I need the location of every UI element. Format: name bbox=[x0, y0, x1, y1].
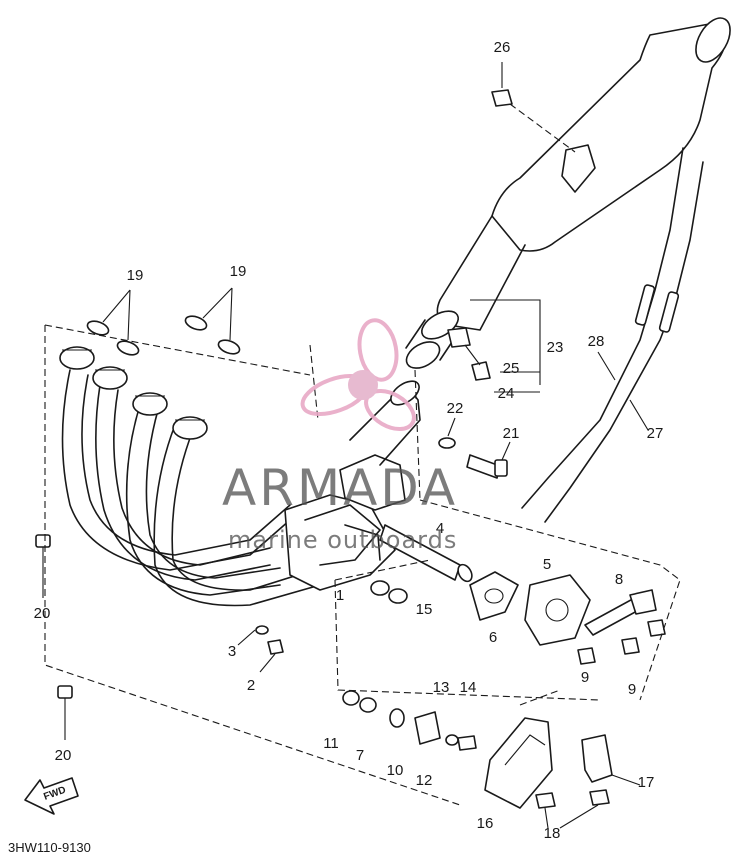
callout-7: 7 bbox=[356, 747, 364, 764]
callout-6: 6 bbox=[489, 629, 497, 646]
callout-4: 4 bbox=[436, 520, 444, 537]
callout-23: 23 bbox=[547, 339, 564, 356]
callout-26: 26 bbox=[494, 39, 511, 56]
callout-9: 9 bbox=[628, 681, 636, 698]
callout-1: 1 bbox=[336, 587, 344, 604]
callout-18: 18 bbox=[544, 825, 561, 842]
propeller-logo-icon bbox=[300, 318, 416, 431]
callout-28: 28 bbox=[588, 333, 605, 350]
callout-8: 8 bbox=[615, 571, 623, 588]
callout-22: 22 bbox=[447, 400, 464, 417]
callout-11: 11 bbox=[323, 735, 339, 752]
muffler bbox=[405, 17, 731, 369]
header-flanges bbox=[59, 346, 208, 440]
callout-25: 25 bbox=[503, 360, 520, 377]
guide-lines bbox=[44, 324, 681, 806]
callout-numbers: 26 19 19 23 25 24 28 27 22 21 4 5 8 1 15 6 20 32 9 9 13 14 20 1… bbox=[34, 39, 664, 842]
small-parts bbox=[35, 62, 666, 829]
watermark: ARMADA marine outboards bbox=[222, 318, 458, 554]
throttle-cables bbox=[521, 147, 704, 523]
callout-12: 12 bbox=[416, 772, 433, 789]
callout-2: 2 bbox=[247, 677, 255, 694]
exhaust-headers bbox=[61, 369, 421, 607]
watermark-brand: ARMADA bbox=[222, 459, 458, 517]
callout-27: 27 bbox=[647, 425, 664, 442]
callout-15: 15 bbox=[416, 601, 433, 618]
callout-19: 19 bbox=[127, 267, 144, 284]
callout-24: 24 bbox=[498, 385, 515, 402]
callout-20: 20 bbox=[34, 605, 51, 622]
callout-21: 21 bbox=[503, 425, 520, 442]
callout-19: 19 bbox=[230, 263, 247, 280]
callout-16: 16 bbox=[477, 815, 494, 832]
forward-arrow-icon: FWD bbox=[24, 777, 79, 815]
callout-13: 13 bbox=[433, 679, 450, 696]
callout-17: 17 bbox=[638, 774, 655, 791]
callout-14: 14 bbox=[460, 679, 477, 696]
gaskets-19 bbox=[86, 287, 241, 356]
callout-10: 10 bbox=[387, 762, 404, 779]
callout-5: 5 bbox=[543, 556, 551, 573]
diagram-code: 3HW110-9130 bbox=[8, 840, 91, 855]
callout-9: 9 bbox=[581, 669, 589, 686]
callout-3: 3 bbox=[228, 643, 236, 660]
watermark-tagline: marine outboards bbox=[228, 526, 457, 554]
callout-20: 20 bbox=[55, 747, 72, 764]
